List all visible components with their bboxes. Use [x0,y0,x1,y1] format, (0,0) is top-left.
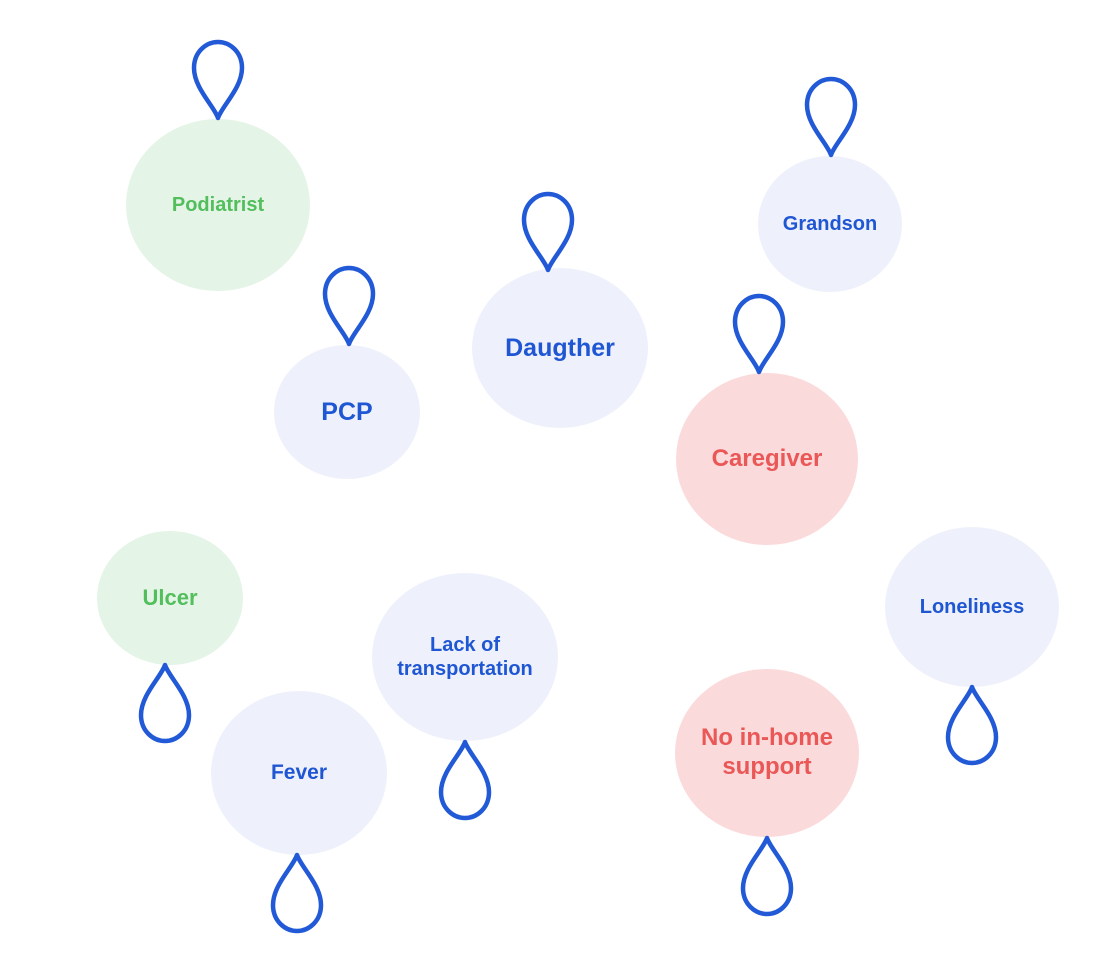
bubble-shape [97,531,243,665]
pin-icon [521,191,575,273]
node-label: PCP [321,398,373,426]
pin-icon [732,293,786,375]
bubble-shape [472,268,648,428]
bubble-shape [126,119,310,291]
pin-icon [138,662,192,744]
pin-icon [322,265,376,347]
pin-icon [804,76,858,158]
bubble-shape [758,156,902,292]
pin-icon [740,835,794,917]
node-label: Fever [270,761,328,785]
pin-icon [270,852,324,934]
node-label: Ulcer [142,584,198,610]
node-label: Caregiver [711,444,823,472]
node-label: No in-home support [701,724,833,780]
node-label: Loneliness [919,596,1025,618]
node-label: Podiatrist [171,194,265,216]
bubble-shape [372,573,558,741]
bubble-shape [676,373,858,545]
node-label: Lack of transportation [397,634,533,680]
pin-icon [191,39,245,121]
node-label: Daugther [505,334,615,362]
bubble-shape [885,527,1059,687]
pin-icon [438,739,492,821]
bubble-shape [675,669,859,837]
node-label: Grandson [782,213,878,235]
bubble-shape [274,345,420,479]
pin-icon [945,684,999,766]
bubble-shape [211,691,387,855]
